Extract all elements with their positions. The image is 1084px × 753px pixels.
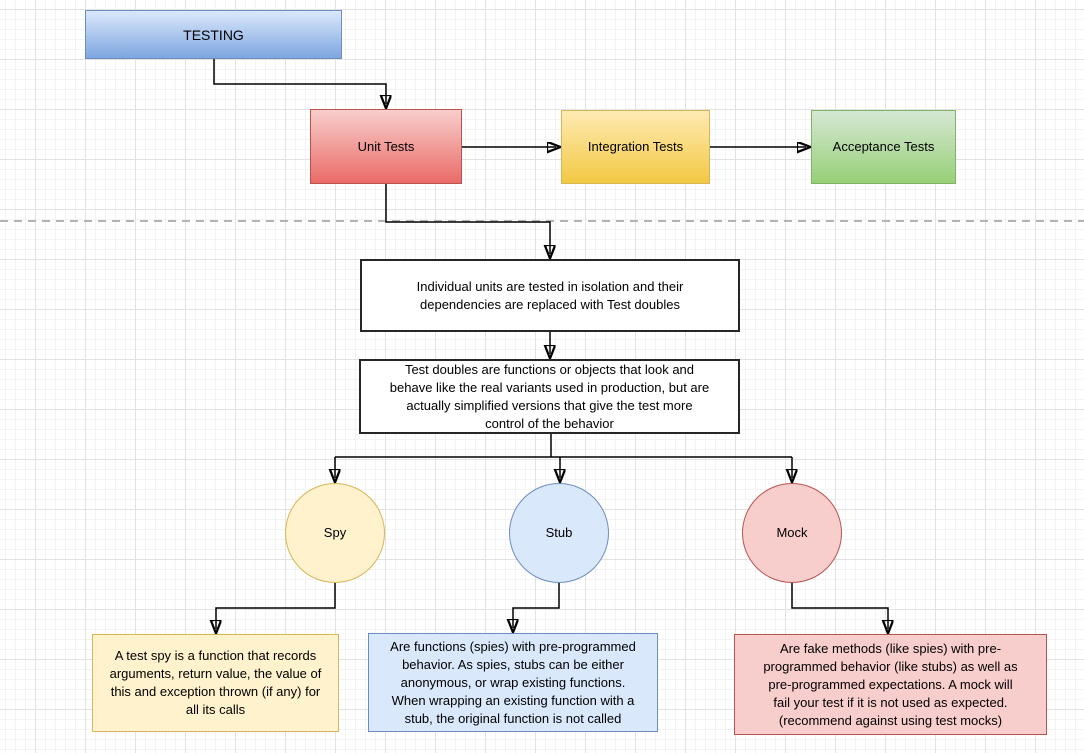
- edge-stub-to-desc: [513, 583, 560, 628]
- acceptance-tests-node[interactable]: Acceptance Tests: [811, 110, 956, 184]
- unit-tests-node[interactable]: Unit Tests: [310, 109, 462, 184]
- spy-circle-node[interactable]: Spy: [285, 483, 385, 583]
- mock-description-node[interactable]: Are fake methods (like spies) with pre- …: [734, 634, 1047, 735]
- unit-isolation-note[interactable]: Individual units are tested in isolation…: [360, 259, 740, 332]
- stub-description-text: Are functions (spies) with pre-programme…: [390, 638, 636, 726]
- acceptance-tests-label: Acceptance Tests: [832, 139, 935, 154]
- edge-mock-to-desc: [791, 583, 888, 629]
- mock-description-text: Are fake methods (like spies) with pre- …: [763, 640, 1018, 728]
- stub-circle-node[interactable]: Stub: [509, 483, 609, 583]
- edge-unit-to-note1: [385, 184, 550, 254]
- unit-isolation-note-text: Individual units are tested in isolation…: [416, 278, 684, 312]
- page-break-dashed-line: [0, 220, 1084, 222]
- test-doubles-note[interactable]: Test doubles are functions or objects th…: [359, 359, 740, 434]
- mock-circle-node[interactable]: Mock: [742, 483, 842, 583]
- testing-node[interactable]: TESTING: [85, 10, 342, 59]
- spy-description-node[interactable]: A test spy is a function that records ar…: [92, 634, 339, 732]
- integration-tests-label: Integration Tests: [587, 139, 684, 154]
- test-doubles-note-text: Test doubles are functions or objects th…: [389, 361, 710, 431]
- spy-description-text: A test spy is a function that records ar…: [109, 648, 322, 717]
- edge-spy-to-desc: [216, 583, 336, 629]
- spy-label: Spy: [323, 525, 347, 540]
- mock-label: Mock: [776, 525, 808, 540]
- stub-description-node[interactable]: Are functions (spies) with pre-programme…: [368, 633, 658, 732]
- edge-testing-to-unit: [213, 59, 386, 104]
- unit-tests-label: Unit Tests: [357, 138, 415, 154]
- stub-label: Stub: [545, 525, 573, 540]
- edge-note2-split: [335, 434, 792, 458]
- integration-tests-node[interactable]: Integration Tests: [561, 110, 710, 184]
- testing-node-label: TESTING: [183, 26, 244, 43]
